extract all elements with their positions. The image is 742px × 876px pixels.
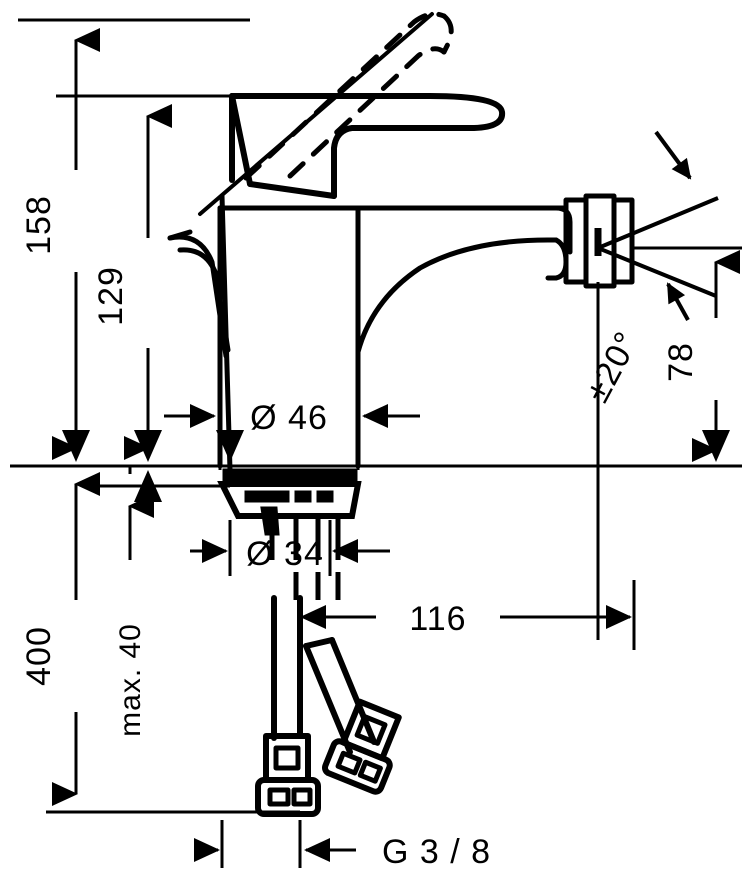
dimension-label-400: 400 bbox=[20, 626, 58, 686]
bl-arrow-max40-dn bbox=[216, 430, 244, 462]
bl-arrow-129-down bbox=[134, 430, 162, 462]
rod-inner bbox=[177, 247, 231, 353]
base-slot-1 bbox=[244, 490, 290, 503]
baseline-arrowheads bbox=[62, 430, 730, 502]
dimension-label-78: 78 bbox=[662, 342, 700, 382]
base-nut bbox=[217, 481, 362, 519]
spout-neck bbox=[355, 237, 559, 355]
lever-base-bottom bbox=[247, 181, 337, 199]
angle-line-upper bbox=[597, 196, 719, 250]
lever-handle bbox=[229, 93, 506, 199]
hose-connector-2 bbox=[322, 698, 402, 795]
hose-2-top bbox=[303, 637, 335, 649]
angle-arrow-lower bbox=[666, 282, 690, 321]
bl-arrow-158 bbox=[62, 430, 90, 462]
base-slot-3 bbox=[316, 490, 334, 503]
bl-arrow-78-dn bbox=[702, 430, 730, 462]
hose-2-left bbox=[303, 643, 353, 755]
dimension-label-max40: max. 40 bbox=[114, 623, 147, 737]
base-slot-2 bbox=[294, 490, 312, 503]
mounting-base bbox=[217, 468, 362, 536]
rod-stem bbox=[219, 193, 233, 473]
hose-connector-1 bbox=[255, 733, 321, 817]
angle-arrow-upper bbox=[654, 130, 692, 180]
lever-raised-solid-edge bbox=[198, 12, 434, 216]
dashed-tip bbox=[441, 13, 454, 55]
dashed-lower-edge bbox=[287, 46, 447, 179]
popup-waste-rod bbox=[167, 193, 233, 473]
dashed-upper-edge bbox=[243, 11, 447, 181]
lever-body bbox=[229, 93, 506, 199]
bl-arrow-400-up bbox=[134, 470, 162, 502]
lever-raised-dashed bbox=[243, 11, 454, 181]
dimension-label-g38: G 3 / 8 bbox=[382, 833, 491, 871]
angle-line-lower bbox=[597, 246, 717, 298]
dimension-label-116: 116 bbox=[409, 600, 466, 638]
dimension-label-d34: Ø 34 bbox=[246, 535, 324, 573]
dimension-label-158: 158 bbox=[20, 195, 58, 255]
base-washer bbox=[222, 468, 358, 484]
dimension-label-d46: Ø 46 bbox=[250, 399, 328, 437]
hose-2-right bbox=[329, 637, 377, 745]
reference-lines bbox=[10, 18, 742, 868]
dimension-swivel-angle bbox=[597, 130, 719, 321]
dimension-label-129: 129 bbox=[92, 266, 130, 326]
